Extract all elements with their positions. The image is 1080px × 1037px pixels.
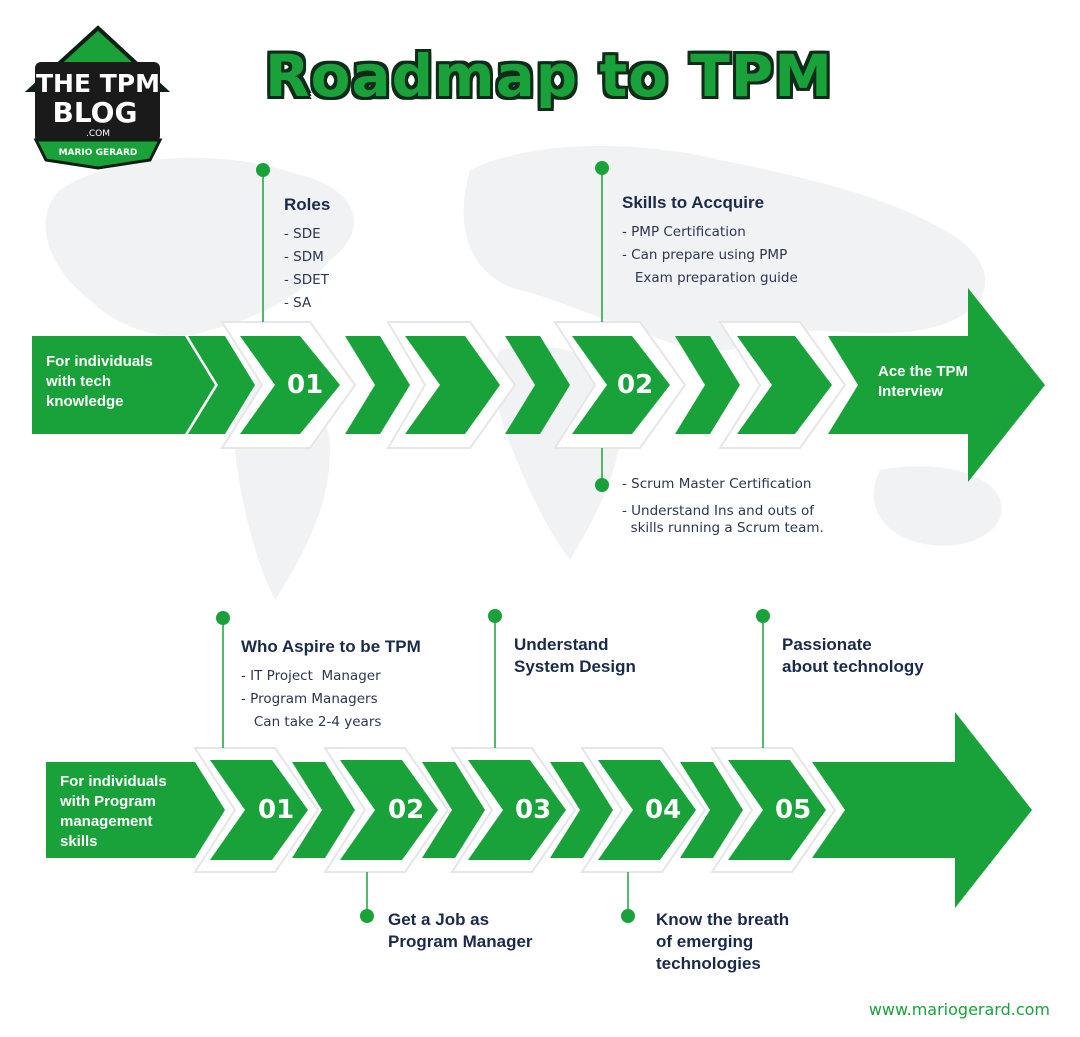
track1-start-block bbox=[32, 336, 215, 434]
track2-step-03-shape bbox=[468, 760, 566, 860]
track1-chevron bbox=[675, 336, 740, 434]
track1-step-02-shape bbox=[572, 336, 670, 434]
logo-line1: THE TPM bbox=[36, 69, 160, 98]
track1-arrow-head bbox=[828, 288, 1045, 482]
track2-step-04: 04 bbox=[645, 795, 682, 825]
logo-dotcom: .COM bbox=[86, 129, 110, 139]
logo-line2: BLOG bbox=[53, 96, 138, 129]
roles-item: - SDM bbox=[284, 249, 324, 265]
track1-chevron bbox=[345, 336, 410, 434]
track1-step-01-shape bbox=[240, 336, 340, 434]
track2-step-03: 03 bbox=[515, 795, 552, 825]
track2-step-02-shape bbox=[340, 760, 438, 860]
scrum-dot bbox=[595, 478, 609, 492]
track1-chevron bbox=[188, 336, 255, 434]
passionate-label: Passionate about technology bbox=[782, 635, 924, 676]
track2-arrow bbox=[46, 712, 1032, 908]
get-job-dot bbox=[360, 909, 374, 923]
track1-end-label: Ace the TPM Interview bbox=[878, 363, 969, 400]
track1-chevron bbox=[505, 336, 570, 434]
track2-start-label: For individuals with Program management … bbox=[60, 773, 167, 850]
roles-dot bbox=[256, 163, 270, 177]
track2-chevron bbox=[422, 762, 485, 858]
track2-step-01: 01 bbox=[258, 795, 295, 825]
skills-heading: Skills to Accquire bbox=[622, 193, 765, 212]
track2-step-02: 02 bbox=[388, 795, 425, 825]
emerging-dot bbox=[621, 909, 635, 923]
scrum-item: - Understand Ins and outs of bbox=[622, 503, 815, 519]
skills-dot bbox=[595, 161, 609, 175]
track2-start-block bbox=[46, 762, 225, 858]
track2-arrow-head bbox=[812, 712, 1032, 908]
track2-connectors bbox=[216, 609, 770, 923]
scrum-item: skills running a Scrum team. bbox=[622, 520, 824, 536]
skills-item: - PMP Certification bbox=[622, 224, 746, 240]
roles-item: - SDE bbox=[284, 226, 321, 242]
system-design-label: Understand System Design bbox=[514, 635, 636, 676]
track2-step-05-shape bbox=[728, 760, 826, 860]
track1-step-01: 01 bbox=[287, 370, 324, 400]
track2-step-04-shape bbox=[598, 760, 696, 860]
track1-step-02: 02 bbox=[617, 370, 654, 400]
track1-start-label: For individuals with tech knowledge bbox=[46, 353, 153, 410]
aspire-heading: Who Aspire to be TPM bbox=[241, 637, 421, 656]
track2-chevron bbox=[550, 762, 613, 858]
get-job-label: Get a Job as Program Manager bbox=[388, 910, 533, 951]
aspire-item: - Program Managers bbox=[241, 691, 378, 707]
page-title: Roadmap to TPM bbox=[265, 42, 834, 110]
track1-arrow bbox=[32, 288, 1045, 482]
tpm-blog-logo: THE TPM BLOG .COM MARIO GERARD bbox=[24, 25, 171, 170]
track1-connectors bbox=[256, 161, 609, 492]
track2-step-05: 05 bbox=[775, 795, 812, 825]
aspire-dot bbox=[216, 611, 230, 625]
roles-item: - SDET bbox=[284, 272, 329, 288]
track1-chevron bbox=[405, 336, 500, 434]
system-design-dot bbox=[488, 609, 502, 623]
emerging-label: Know the breath of emerging technologies bbox=[656, 910, 790, 973]
website-link[interactable]: www.mariogerard.com bbox=[868, 1000, 1050, 1019]
roles-item: - SA bbox=[284, 295, 312, 311]
aspire-item: - IT Project Manager bbox=[241, 668, 381, 684]
aspire-item: Can take 2-4 years bbox=[241, 714, 382, 730]
track2-step-01-shape bbox=[210, 760, 308, 860]
track2-chevron bbox=[680, 762, 743, 858]
roles-heading: Roles bbox=[284, 195, 331, 214]
skills-item: - Can prepare using PMP bbox=[622, 247, 788, 263]
logo-banner: MARIO GERARD bbox=[59, 148, 138, 158]
track2-chevron bbox=[292, 762, 355, 858]
scrum-item: - Scrum Master Certification bbox=[622, 476, 812, 492]
passionate-dot bbox=[756, 609, 770, 623]
track1-chevron bbox=[737, 336, 832, 434]
skills-item: Exam preparation guide bbox=[622, 270, 798, 286]
